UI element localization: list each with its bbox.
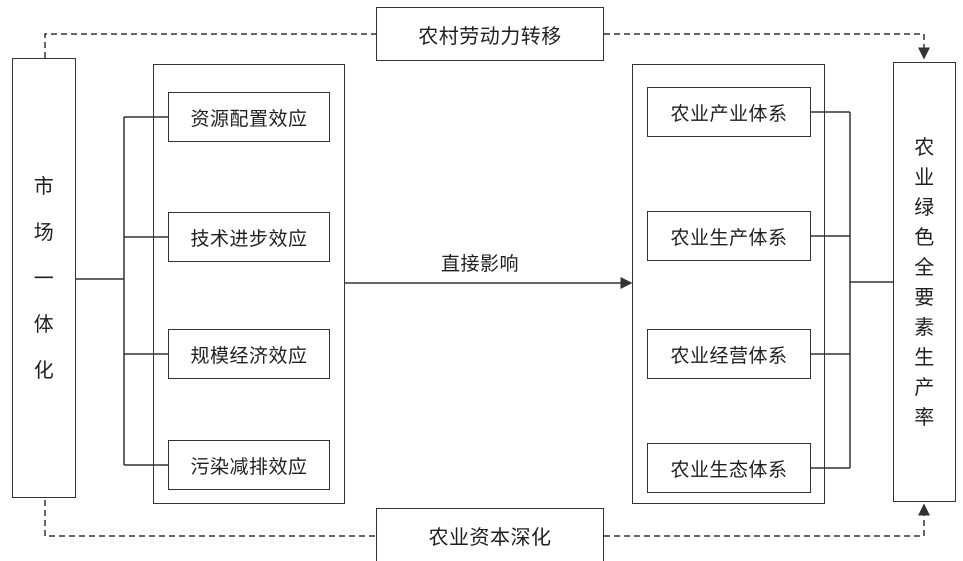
capital-deepening-box: 农业资本深化: [376, 508, 604, 561]
system-box-industry: 农业产业体系: [647, 87, 811, 137]
right-char: 农: [914, 135, 935, 159]
market-integration-box: 市 场 一 体 化: [12, 58, 76, 498]
right-char: 业: [914, 165, 935, 189]
rural-labor-transfer-box: 农村劳动力转移: [376, 7, 604, 61]
left-char: 市: [33, 174, 55, 198]
right-char: 色: [914, 225, 935, 249]
top-dashed-line-right: [604, 33, 930, 60]
systems-frame: [632, 64, 825, 504]
right-char: 素: [914, 315, 935, 339]
left-char: 化: [33, 358, 55, 382]
bottom-dashed-line-left: [44, 500, 376, 537]
right-char: 要: [914, 285, 935, 309]
right-char: 生: [914, 345, 935, 369]
direct-effect-label: 直接影响: [441, 253, 520, 275]
right-char: 率: [914, 405, 935, 429]
bottom-dashed-line-right: [604, 503, 930, 537]
top-dashed-line-left: [44, 33, 376, 58]
mechanism-box-economies-of-scale: 规模经济效应: [168, 329, 330, 379]
left-char: 一: [33, 266, 55, 290]
system-box-production: 农业生产体系: [647, 211, 811, 261]
right-char: 产: [914, 375, 935, 399]
system-box-ecology: 农业生态体系: [647, 443, 811, 493]
mechanism-box-resource-allocation: 资源配置效应: [168, 92, 330, 142]
right-char: 全: [914, 255, 935, 279]
right-char: 绿: [914, 195, 935, 219]
mechanism-box-technical-progress: 技术进步效应: [168, 212, 330, 262]
tfp-box: 农 业 绿 色 全 要 素 生 产 率: [893, 62, 956, 502]
left-char: 体: [33, 312, 55, 336]
system-box-operation: 农业经营体系: [647, 329, 811, 379]
left-char: 场: [33, 220, 55, 244]
mechanism-frame: [153, 64, 345, 504]
mechanism-box-pollution-reduction: 污染减排效应: [168, 440, 330, 490]
